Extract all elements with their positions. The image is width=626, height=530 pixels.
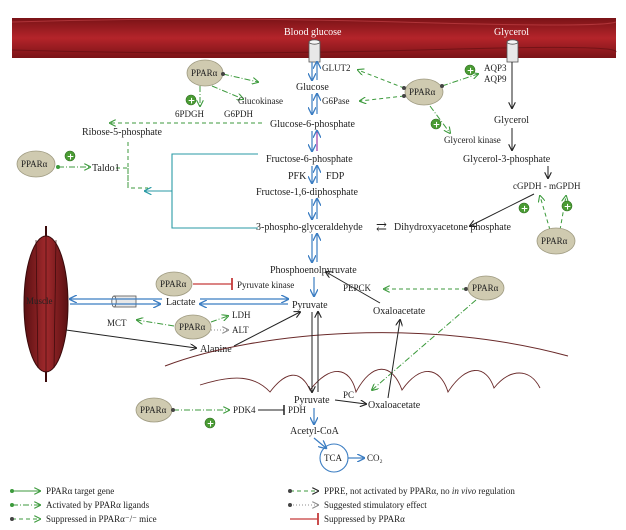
plus-icon-glycerol-kinase: + bbox=[433, 120, 441, 130]
acetyl-coa-label: Acetyl-CoA bbox=[290, 426, 340, 437]
plus-icon-pdk4: + bbox=[207, 419, 215, 429]
svg-text:PPARα: PPARα bbox=[179, 322, 206, 332]
alt-label: ALT bbox=[232, 325, 249, 335]
legend-suppressed-by-label: Suppressed by PPARα bbox=[324, 514, 405, 524]
ppar-node-pdk4: PPARα bbox=[135, 397, 173, 423]
legend-ppre-italic: in vivo bbox=[452, 486, 479, 496]
ppar-node-left: PPARα bbox=[16, 150, 56, 178]
muscle-icon bbox=[23, 226, 69, 382]
co2-label: CO₂ bbox=[367, 453, 383, 463]
pdk4-label: PDK4 bbox=[233, 405, 256, 415]
legend-item-suggested: Suggested stimulatory effect bbox=[290, 500, 427, 510]
glycerol-3-phosphate-label: Glycerol-3-phosphate bbox=[463, 154, 551, 165]
ppar-node-pepck: PPARα bbox=[467, 275, 505, 301]
plus-icon-gpdh-right: + bbox=[564, 202, 572, 212]
muscle-label: Muscle bbox=[26, 296, 53, 306]
ribose-5-phosphate-label: Ribose-5-phosphate bbox=[82, 127, 163, 138]
plus-icon-taldo1: + bbox=[67, 152, 75, 162]
plus-icon-gpdh-left: + bbox=[521, 204, 529, 214]
aquaporin-transporter-icon bbox=[506, 39, 519, 63]
glucokinase-label: Glucokinase bbox=[238, 96, 283, 106]
plus-icon-aqp: + bbox=[467, 66, 475, 76]
svg-text:PPRE, not activated by PPARα,: PPRE, not activated by PPARα, no in vivo… bbox=[324, 486, 515, 496]
legend-target-gene-label: PPARα target gene bbox=[46, 486, 114, 496]
pdh-label: PDH bbox=[288, 405, 307, 415]
pepck-label: PEPCK bbox=[343, 283, 372, 293]
glycerol-top-label: Glycerol bbox=[494, 27, 529, 38]
svg-text:PPARα: PPARα bbox=[541, 236, 568, 246]
legend-suppressed-mice-label: Suppressed in PPARα⁻/⁻ mice bbox=[46, 514, 157, 524]
legend-item-suppressed-by: Suppressed by PPARα bbox=[290, 513, 405, 525]
blood-glucose-label: Blood glucose bbox=[284, 27, 342, 38]
pyruvate-kinase-label: Pyruvate kinase bbox=[237, 280, 294, 290]
lactate-label: Lactate bbox=[166, 297, 196, 308]
mct-transporter-icon bbox=[111, 295, 137, 308]
glucose-label: Glucose bbox=[296, 82, 329, 93]
alanine-label: Alanine bbox=[200, 344, 232, 355]
ppar-node-pyruvate-kinase: PPARα bbox=[155, 271, 193, 297]
tca-label: TCA bbox=[324, 453, 343, 463]
legend-suggested-label: Suggested stimulatory effect bbox=[324, 500, 427, 510]
ppar-node-gpdh: PPARα bbox=[536, 227, 576, 255]
pyruvate-label: Pyruvate bbox=[292, 300, 328, 311]
svg-text:PPARα: PPARα bbox=[21, 159, 48, 169]
plus-icon-6pdgh: + bbox=[188, 96, 196, 106]
legend-ppre-tail: regulation bbox=[478, 486, 515, 496]
legend: PPARα target gene Activated by PPARα lig… bbox=[12, 486, 515, 525]
fructose-6-phosphate-label: Fructose-6-phosphate bbox=[266, 154, 353, 165]
pfk-enzyme-label: PFK bbox=[288, 171, 307, 182]
svg-text:PPARα: PPARα bbox=[160, 279, 187, 289]
3-phospho-glyceraldehyde-label: 3-phospho-glyceraldehyde bbox=[256, 222, 363, 233]
oxaloacetate-mito-label: Oxaloacetate bbox=[368, 400, 421, 411]
dihydroxyacetone-phosphate-label: Dihydroxyacetone phosphate bbox=[394, 222, 511, 233]
aqp9-label: AQP9 bbox=[484, 74, 507, 84]
legend-item-suppressed-mice: Suppressed in PPARα⁻/⁻ mice bbox=[12, 514, 157, 524]
fdp-enzyme-label: FDP bbox=[326, 171, 345, 182]
glucose-6-phosphate-label: Glucose-6-phosphate bbox=[270, 119, 356, 130]
taldo1-label: Taldo1 bbox=[92, 163, 120, 174]
glycerol-kinase-label: Glycerol kinase bbox=[444, 135, 501, 145]
legend-item-activated: Activated by PPARα ligands bbox=[12, 500, 150, 510]
mct-label: MCT bbox=[107, 318, 127, 328]
mitochondrion-outline bbox=[164, 332, 569, 394]
phosphoenolpyruvate-label: Phosphoenolpyruvate bbox=[270, 265, 357, 276]
legend-activated-label: Activated by PPARα ligands bbox=[46, 500, 150, 510]
glut2-label: GLUT2 bbox=[322, 63, 351, 73]
ldh-label: LDH bbox=[232, 310, 251, 320]
ppar-node-upper-right: PPARα bbox=[404, 78, 444, 106]
glycerol-label: Glycerol bbox=[494, 115, 529, 126]
fructose-1-6-diphosphate-label: Fructose-1,6-diphosphate bbox=[256, 187, 358, 198]
svg-text:PPARα: PPARα bbox=[409, 87, 436, 97]
6pdgh-label: 6PDGH bbox=[175, 109, 205, 119]
legend-item-target-gene: PPARα target gene bbox=[12, 486, 114, 496]
ppar-node-ldh: PPARα bbox=[174, 314, 212, 340]
svg-text:PPARα: PPARα bbox=[140, 405, 167, 415]
ppar-node-top-left: PPARα bbox=[186, 59, 224, 87]
pyruvate-mito-label: Pyruvate bbox=[294, 395, 330, 406]
oxaloacetate-cyto-label: Oxaloacetate bbox=[373, 306, 426, 317]
aqp3-label: AQP3 bbox=[484, 63, 507, 73]
g6pase-label: G6Pase bbox=[322, 96, 350, 106]
g6pdh-label: G6PDH bbox=[224, 109, 254, 119]
svg-text:PPARα: PPARα bbox=[472, 283, 499, 293]
legend-item-ppre: PPRE, not activated by PPARα, no in vivo… bbox=[290, 486, 515, 496]
glut2-transporter-icon bbox=[308, 39, 321, 63]
pc-label: PC bbox=[343, 390, 354, 400]
legend-ppre-label: PPRE, not activated by PPARα, no bbox=[324, 486, 450, 496]
svg-text:PPARα: PPARα bbox=[191, 68, 218, 78]
gpdh-label: cGPDH - mGPDH bbox=[513, 181, 581, 191]
equilibrium-arrow-icon: ⇄ bbox=[376, 219, 387, 234]
